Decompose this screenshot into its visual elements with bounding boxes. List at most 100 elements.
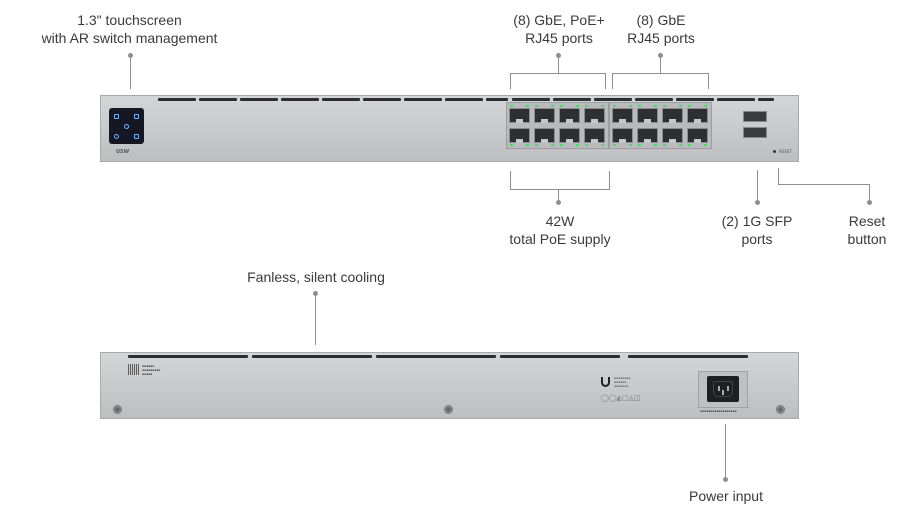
- port-led: [704, 144, 707, 146]
- bracket-line: [708, 73, 709, 89]
- sfp-label: (2) 1G SFP ports: [712, 212, 802, 248]
- port-led: [585, 105, 588, 107]
- port-led: [638, 144, 641, 146]
- port-led: [613, 105, 616, 107]
- gbe-rj45-port[interactable]: [637, 128, 658, 143]
- certification-icons: ◯◯◭▢◬◫: [601, 394, 641, 402]
- vent-slot: [199, 98, 237, 101]
- port-led: [585, 144, 588, 146]
- vent-slot: [635, 98, 673, 101]
- touchscreen-label-line2: with AR switch management: [41, 30, 218, 46]
- info-icon: [114, 134, 119, 139]
- power-rating-text: ▪▪▪▪▪▪▪▪▪▪▪▪▪▪▪▪▪▪: [700, 409, 737, 413]
- port-led: [551, 105, 554, 107]
- poe-rj45-port[interactable]: [584, 128, 605, 143]
- gbe-rj45-port[interactable]: [637, 108, 658, 123]
- port-led: [688, 144, 691, 146]
- port-led: [576, 144, 579, 146]
- poe-rj45-port[interactable]: [534, 108, 555, 123]
- gbe-rj45-port[interactable]: [612, 128, 633, 143]
- port-led: [535, 144, 538, 146]
- leader-line: [315, 294, 316, 345]
- gbe-ports-label: (8) GbE RJ45 ports: [605, 11, 717, 47]
- port-led: [629, 144, 632, 146]
- model-badge: USW: [116, 149, 130, 155]
- port-led: [679, 144, 682, 146]
- vent-slot: [363, 98, 401, 101]
- screw-icon: [113, 405, 122, 414]
- connector-pin: [718, 386, 720, 391]
- gbe-ports-label-line1: (8) GbE: [636, 12, 686, 28]
- port-led: [629, 105, 632, 107]
- leader-dot: [556, 200, 561, 205]
- gbe-rj45-port[interactable]: [687, 128, 708, 143]
- port-led: [663, 105, 666, 107]
- leader-line: [778, 184, 870, 185]
- bracket-line: [612, 73, 613, 89]
- reset-label-line2: button: [847, 231, 887, 247]
- poe-ports-label-line2: RJ45 ports: [525, 30, 593, 46]
- poe-rj45-port[interactable]: [559, 128, 580, 143]
- qr-code: [128, 364, 139, 375]
- vent-slot: [158, 98, 196, 101]
- poe-supply-label-line2: total PoE supply: [509, 231, 611, 247]
- gbe-rj45-port[interactable]: [662, 128, 683, 143]
- poe-rj45-port[interactable]: [509, 128, 530, 143]
- port-led: [601, 105, 604, 107]
- gbe-rj45-port[interactable]: [662, 108, 683, 123]
- compliance-marks: ▪▪▪▪▪▪▪▪▪▪▪▪▪▪▪▪▪▪▪▪▪: [614, 376, 631, 388]
- leader-dot: [556, 53, 561, 58]
- power-connector-icon[interactable]: [707, 376, 739, 402]
- gbe-ports-label-line2: RJ45 ports: [627, 30, 695, 46]
- touchscreen[interactable]: [109, 108, 144, 144]
- leader-dot: [867, 200, 872, 205]
- poe-rj45-port[interactable]: [559, 108, 580, 123]
- poe-supply-label-line1: 42W: [545, 213, 575, 229]
- port-led: [510, 144, 513, 146]
- vent-slot: [594, 98, 632, 101]
- leader-dot: [755, 200, 760, 205]
- port-led: [638, 105, 641, 107]
- port-led: [535, 105, 538, 107]
- vent-slot: [445, 98, 483, 101]
- vent-slot: [512, 98, 550, 101]
- poe-rj45-port[interactable]: [509, 108, 530, 123]
- sfp-port-2[interactable]: [743, 127, 767, 138]
- connector-pin: [727, 386, 729, 391]
- poe-ports-label-line1: (8) GbE, PoE+: [513, 12, 605, 28]
- vent-slot: [322, 98, 360, 101]
- poe-rj45-port[interactable]: [534, 128, 555, 143]
- leader-line: [130, 56, 131, 89]
- screen-icon: [114, 114, 119, 119]
- settings-icon: [124, 124, 129, 129]
- reset-button[interactable]: [773, 150, 776, 153]
- bracket-line: [510, 189, 610, 190]
- vent-slot: [676, 98, 714, 101]
- touchscreen-label-line1: 1.3" touchscreen: [77, 12, 182, 28]
- leader-dot: [313, 291, 318, 296]
- vent-slot: [404, 98, 442, 101]
- port-led: [613, 144, 616, 146]
- port-led: [688, 105, 691, 107]
- touchscreen-label: 1.3" touchscreen with AR switch manageme…: [22, 11, 237, 47]
- leader-dot: [658, 53, 663, 58]
- port-led: [704, 105, 707, 107]
- leader-line: [558, 189, 559, 202]
- poe-rj45-port[interactable]: [584, 108, 605, 123]
- port-led: [560, 105, 563, 107]
- leader-dot: [723, 477, 728, 482]
- vent-slot: [281, 98, 319, 101]
- port-led: [679, 105, 682, 107]
- leader-line: [558, 56, 559, 73]
- port-led: [560, 144, 563, 146]
- gbe-rj45-port[interactable]: [687, 108, 708, 123]
- bracket-line: [609, 171, 610, 189]
- port-led: [510, 105, 513, 107]
- gbe-rj45-port[interactable]: [612, 108, 633, 123]
- vent-slot: [500, 355, 620, 358]
- sfp-port-1[interactable]: [743, 111, 767, 122]
- port-led: [526, 105, 529, 107]
- sfp-label-line2: ports: [741, 231, 773, 247]
- vent-slot: [252, 355, 372, 358]
- poe-supply-label: 42W total PoE supply: [490, 212, 630, 248]
